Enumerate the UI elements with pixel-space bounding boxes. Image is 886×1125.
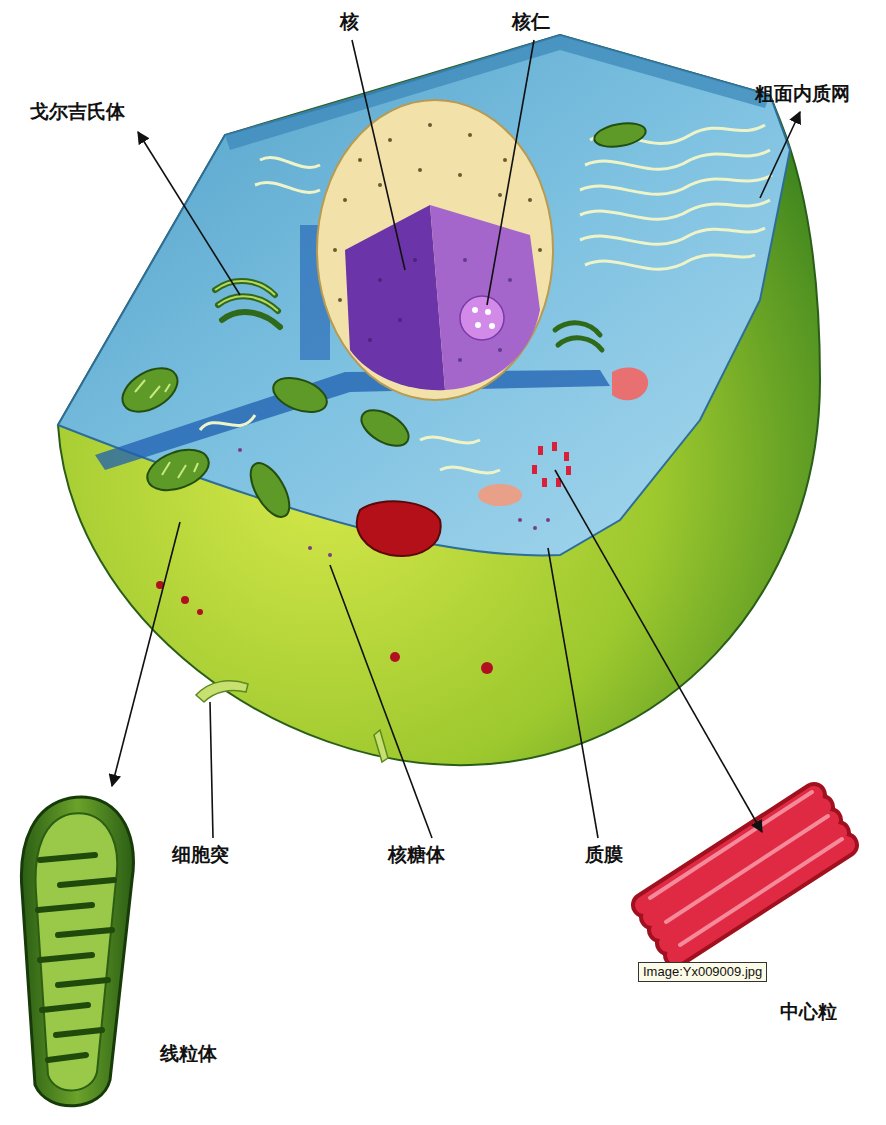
ribosomes: [238, 448, 550, 557]
vesicle: [478, 484, 522, 506]
cell-body: [58, 35, 820, 765]
cut-surface: [58, 35, 790, 555]
vesicle: [612, 368, 648, 401]
vacuole: [357, 501, 441, 556]
mitochondria: [115, 120, 647, 523]
nucleus-cut: [430, 205, 540, 390]
mitochondrion-enlarged: [21, 797, 133, 1106]
part-label: 戈尔吉氏体: [30, 100, 125, 123]
nucleus: [317, 100, 553, 400]
part-label: 中心粒: [780, 1000, 837, 1023]
rough-er: [200, 125, 772, 473]
part-label: 核: [340, 10, 359, 33]
part-label: 粗面内质网: [755, 82, 850, 105]
centriole-small: [532, 442, 571, 487]
leader-lines: [112, 40, 800, 838]
image-tooltip: Image:Yx009009.jpg: [638, 962, 767, 982]
nucleus-cut: [345, 205, 445, 390]
cell-process: [374, 730, 388, 762]
part-label: 质膜: [585, 843, 623, 866]
cell-process: [196, 681, 248, 702]
granules: [156, 581, 493, 674]
golgi: [215, 281, 280, 327]
centriole-enlarged: [644, 792, 846, 955]
part-label: 核仁: [512, 10, 550, 33]
nucleolus: [460, 296, 504, 340]
part-label: 细胞突: [172, 843, 229, 866]
part-label: 线粒体: [160, 1042, 217, 1065]
part-label: 核糖体: [388, 843, 445, 866]
